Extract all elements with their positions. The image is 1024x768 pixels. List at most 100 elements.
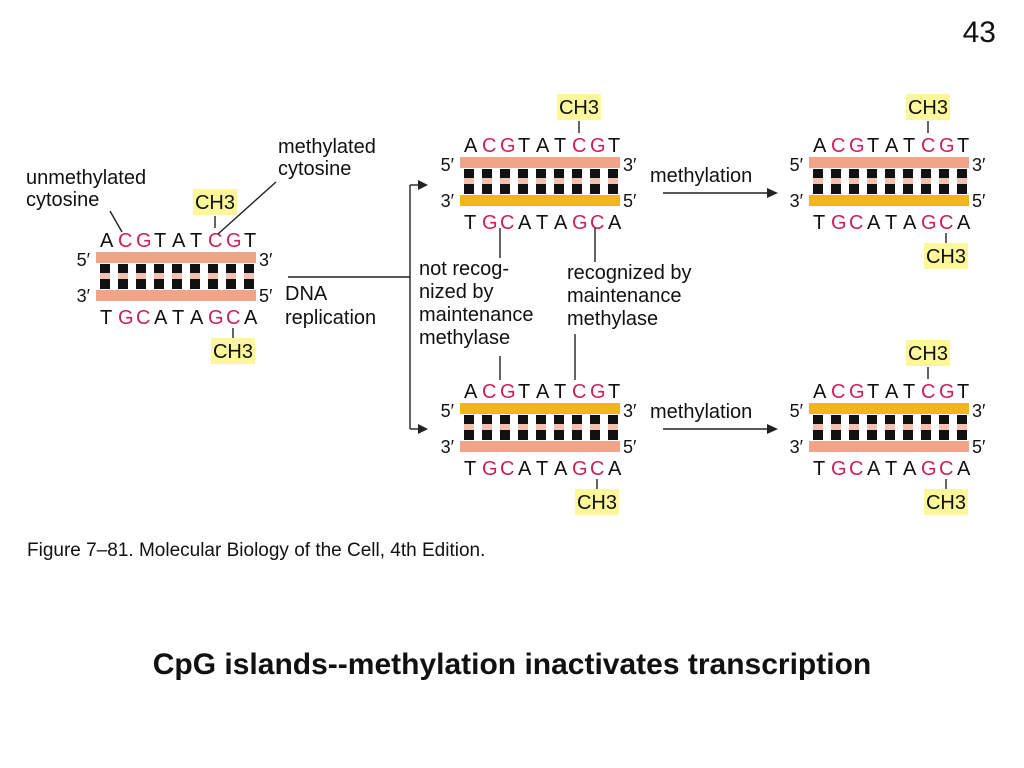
daughter-upper-methyl-top-highlight	[557, 94, 601, 120]
daughter-upper-base-pair-mid	[536, 178, 546, 184]
product-lower-base-pair-mid	[957, 424, 967, 430]
product-upper-base-pair-top	[849, 169, 859, 178]
product-upper-methyl-top-highlight	[906, 94, 950, 120]
daughter-upper-base-pair-top	[464, 169, 474, 178]
daughter-lower-bottom-3prime: 3′	[441, 437, 455, 457]
parental-top-base: G	[226, 230, 242, 252]
dna-replication-label-line2: replication	[285, 307, 376, 329]
product-upper-duplex	[809, 157, 969, 206]
daughter-lower-base-pair-bottom	[608, 430, 618, 440]
daughter-lower-base-pair-mid	[464, 424, 474, 430]
parental-top-5prime: 5′	[77, 250, 91, 270]
parental-base-pair-bottom	[172, 279, 182, 289]
product-lower-base-pair-top	[867, 415, 877, 424]
product-upper-top-base: A	[885, 135, 899, 157]
product-lower-top-base: A	[813, 381, 827, 403]
daughter-lower-top-base: G	[590, 381, 606, 403]
parental-duplex	[96, 252, 256, 301]
daughter-upper-base-pair-bottom	[482, 184, 492, 194]
product-upper-bottom-base: C	[939, 212, 953, 234]
parental-base-pair-bottom	[136, 279, 146, 289]
parental-base-pair-mid	[244, 273, 254, 279]
parental-base-pair-top	[208, 264, 218, 273]
parental-methyl-top-highlight	[193, 189, 237, 215]
product-lower-base-pair-top	[903, 415, 913, 424]
daughter-upper-bottom-base: G	[572, 212, 588, 234]
product-upper-base-pair-mid	[867, 178, 877, 184]
product-lower-methyl-bottom-highlight	[924, 489, 968, 515]
parental-bottom-base: A	[244, 307, 258, 329]
product-lower-bottom-base: C	[939, 458, 953, 480]
parental-top-base: T	[244, 230, 256, 252]
daughter-lower-top-base: C	[572, 381, 586, 403]
daughter-lower-base-pair-bottom	[518, 430, 528, 440]
product-lower-top-strand	[809, 403, 969, 414]
daughter-upper-base-pair-mid	[572, 178, 582, 184]
daughter-lower-base-pair-bottom	[464, 430, 474, 440]
product-lower-methyl-top-highlight	[906, 340, 950, 366]
product-upper-bottom-3prime: 3′	[790, 191, 804, 211]
product-lower-base-pair-mid	[831, 424, 841, 430]
methylated-pointer	[217, 181, 277, 235]
parental-base-pair-mid	[136, 273, 146, 279]
product-upper-base-pair-mid	[813, 178, 823, 184]
product-lower-methyl-bottom: CH3	[926, 492, 966, 514]
daughter-lower-bottom-base: C	[500, 458, 514, 480]
product-lower-bottom-strand	[809, 441, 969, 452]
not-recognized-label-line4: methylase	[419, 327, 510, 349]
product-lower-bottom-base: C	[849, 458, 863, 480]
parental-bottom-base: A	[190, 307, 204, 329]
daughter-upper-base-pair-bottom	[590, 184, 600, 194]
product-lower-top-base: T	[903, 381, 915, 403]
daughter-lower-bottom-base: A	[518, 458, 532, 480]
product-upper-bottom-base: A	[903, 212, 917, 234]
product-upper-base-pair-top	[885, 169, 895, 178]
parental-bottom-strand	[96, 290, 256, 301]
product-upper-bottom-5prime: 5′	[972, 191, 986, 211]
product-lower-base-pair-bottom	[831, 430, 841, 440]
parental-base-pair-mid	[226, 273, 236, 279]
daughter-upper-bottom-strand	[460, 195, 620, 206]
product-lower-bottom-3prime: 3′	[790, 437, 804, 457]
product-upper-methyl-bottom: CH3	[926, 246, 966, 268]
parental-bottom-3prime: 3′	[77, 286, 91, 306]
product-lower-top-base: G	[849, 381, 865, 403]
product-upper-base-pair-mid	[831, 178, 841, 184]
product-lower-top-base: C	[921, 381, 935, 403]
parental-base-pair-top	[190, 264, 200, 273]
parental-base-pair-top	[226, 264, 236, 273]
daughter-upper-base-pair-mid	[500, 178, 510, 184]
daughter-lower-base-pair-top	[464, 415, 474, 424]
parental-base-pair-bottom	[100, 279, 110, 289]
parental-base-pair-bottom	[190, 279, 200, 289]
daughter-upper-top-base: C	[482, 135, 496, 157]
parental-base-pair-mid	[208, 273, 218, 279]
product-upper-bottom-base: T	[885, 212, 897, 234]
parental-top-base: G	[136, 230, 152, 252]
product-upper-bottom-base: A	[867, 212, 881, 234]
daughter-lower-base-pair-mid	[554, 424, 564, 430]
parental-top-base: T	[190, 230, 202, 252]
product-upper-base-pair-mid	[885, 178, 895, 184]
parental-base-pair-top	[136, 264, 146, 273]
parental-top-base: C	[208, 230, 222, 252]
not-recognized-label-line3: maintenance	[419, 304, 534, 326]
product-upper-base-pair-bottom	[957, 184, 967, 194]
parental-base-pair-mid	[190, 273, 200, 279]
daughter-upper-base-pair-top	[572, 169, 582, 178]
daughter-lower-base-pair-bottom	[554, 430, 564, 440]
product-lower-base-pair-mid	[849, 424, 859, 430]
daughter-lower-base-pair-top	[590, 415, 600, 424]
product-lower-base-pair-bottom	[885, 430, 895, 440]
product-upper-base-pair-bottom	[885, 184, 895, 194]
product-upper-base-pair-top	[903, 169, 913, 178]
daughter-upper-base-pair-mid	[518, 178, 528, 184]
daughter-lower-base-pair-top	[536, 415, 546, 424]
product-upper-bottom-strand	[809, 195, 969, 206]
methylation-arrowhead-lower	[767, 424, 778, 434]
parental-bottom-base: C	[226, 307, 240, 329]
daughter-upper-top-base: T	[608, 135, 620, 157]
product-upper-base-pair-mid	[903, 178, 913, 184]
product-lower-duplex	[809, 403, 969, 452]
